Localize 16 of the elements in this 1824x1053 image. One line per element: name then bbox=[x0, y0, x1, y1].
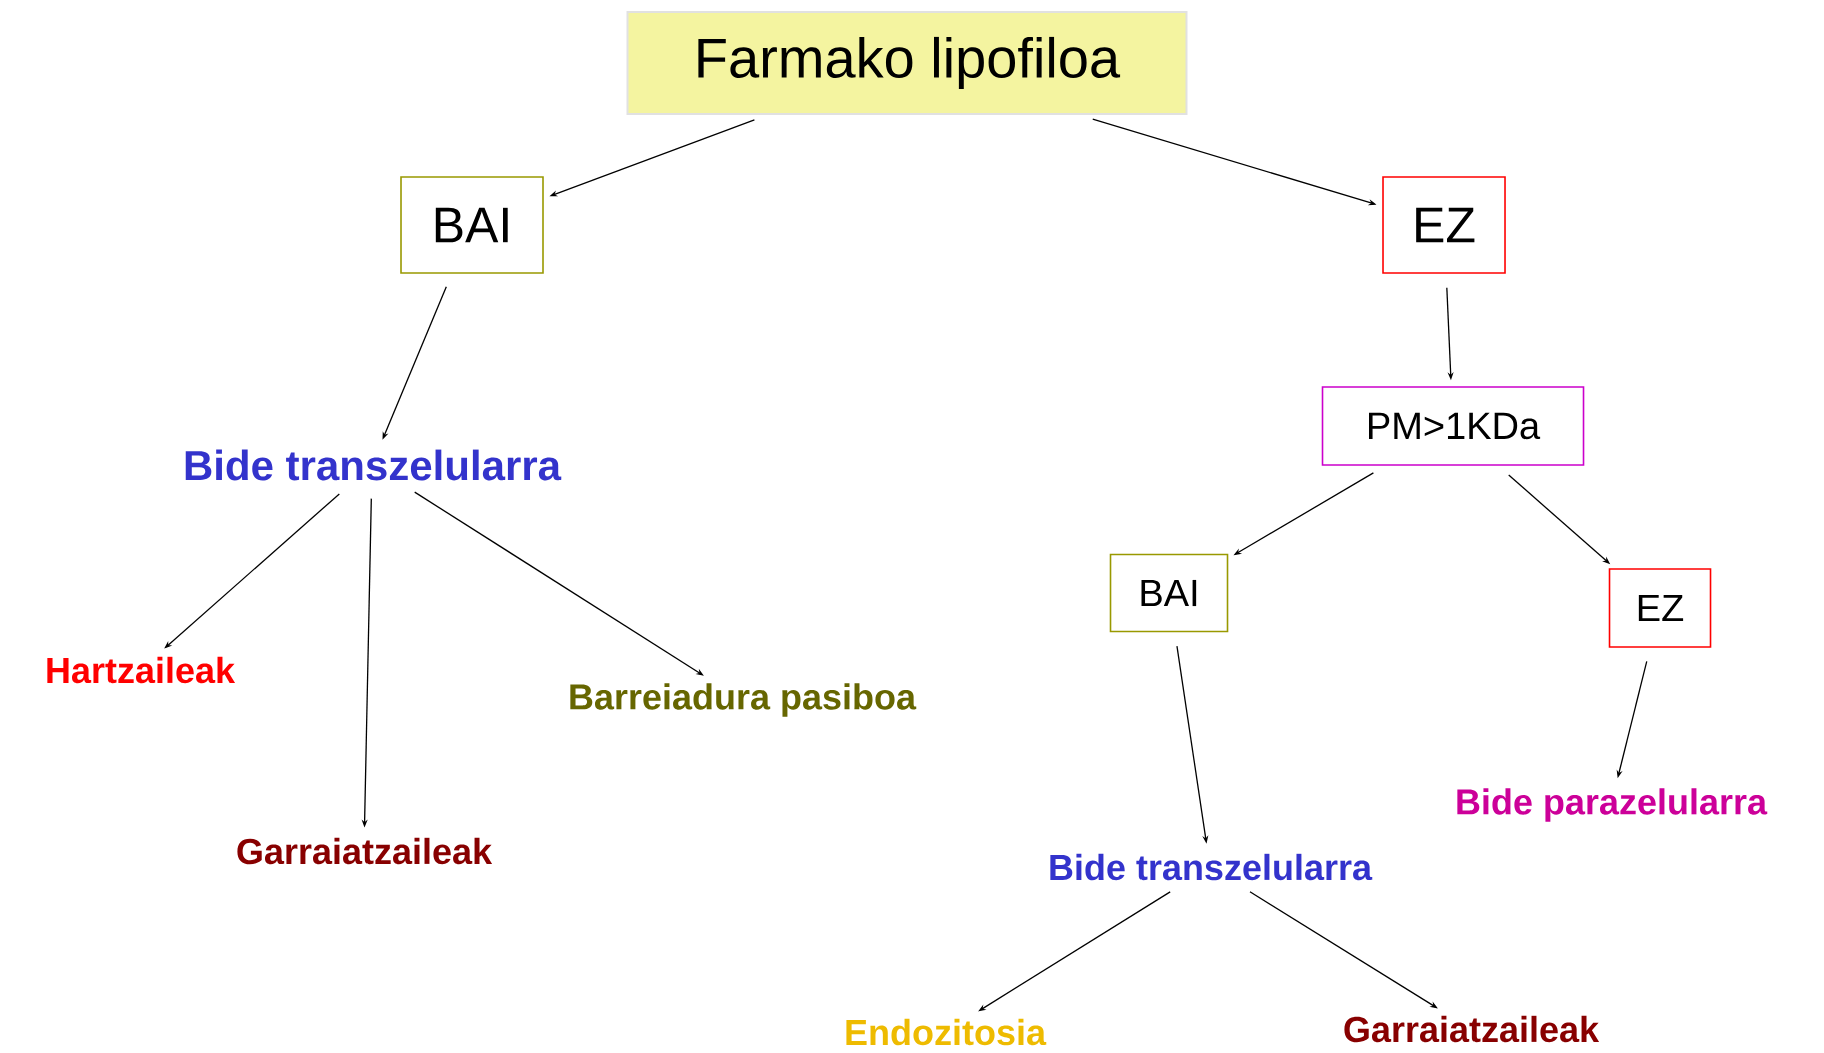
decision-box: EZ bbox=[1608, 568, 1712, 648]
outcome-label: Bide transzelularra bbox=[185, 449, 562, 481]
arrow bbox=[414, 491, 704, 676]
outcome-label: Endozitosia bbox=[846, 1018, 1047, 1046]
outcome-label: Bide parazelularra bbox=[1457, 788, 1768, 822]
arrow bbox=[164, 493, 340, 649]
outcome-label: Hartzaileak bbox=[47, 656, 236, 684]
outcome-label: Barreiadura pasiboa bbox=[570, 683, 917, 717]
decision-box: BAI bbox=[400, 176, 544, 274]
decision-box: PM>1KDa bbox=[1321, 386, 1585, 466]
outcome-label: Garraiatzaileak bbox=[237, 837, 493, 865]
title-box: Farmako lipofiloa bbox=[626, 11, 1188, 115]
outcome-label: Garraiatzaileak bbox=[1344, 1015, 1600, 1043]
outcome-label: Bide transzelularra bbox=[1050, 853, 1373, 881]
decision-box: EZ bbox=[1382, 176, 1506, 274]
decision-box: BAI bbox=[1109, 553, 1229, 633]
